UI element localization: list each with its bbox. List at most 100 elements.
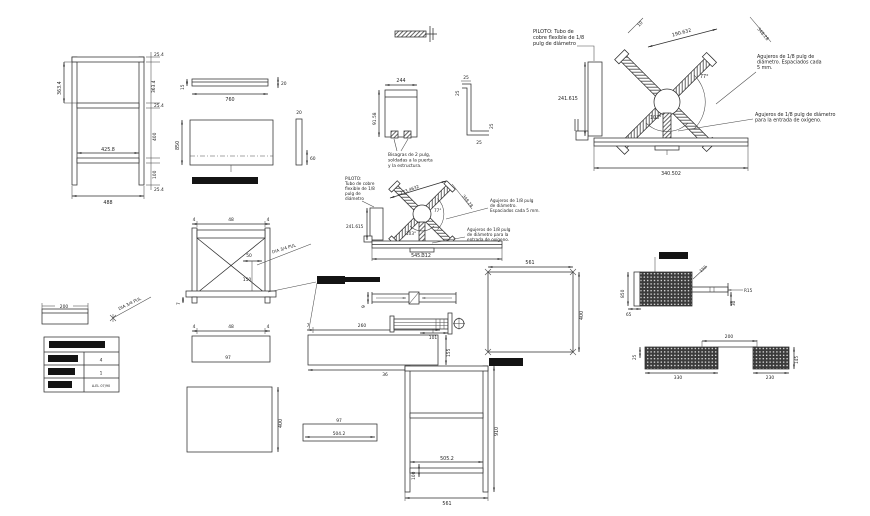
frame-post <box>71 56 78 186</box>
dim-label: 4 <box>193 217 196 223</box>
dim-label: 400 <box>152 132 158 141</box>
burner-stem <box>662 112 672 139</box>
frame-rail <box>409 467 484 474</box>
dim-label: 910 <box>494 427 500 436</box>
leader-label: DIA 3/4 PUL <box>271 242 297 254</box>
dim-label: 150 <box>698 264 708 273</box>
table-cell: 4 <box>100 358 103 364</box>
holes-note: Agujeros de 1/8 pulg <box>490 198 534 203</box>
piloto-note: PILOTO: Tubo de <box>533 29 574 35</box>
redacted-cell-bar <box>48 368 75 375</box>
hinge-note: soldadas a la puerta <box>388 158 433 164</box>
dim-label: 25 <box>463 75 469 81</box>
dim-label: 36 <box>382 372 388 378</box>
dim-label: 25 <box>455 90 461 96</box>
dim-label: 505.2 <box>440 456 454 462</box>
dim-label: 504.2 <box>333 431 346 437</box>
frame-elevation-bottom: 505.2 100 910 561 <box>404 358 523 507</box>
dim-label: 4 <box>267 217 270 223</box>
dim-label: 25.4 <box>154 52 164 58</box>
bolt-detail-view: 101 <box>389 312 465 341</box>
plate <box>487 271 574 353</box>
panel-front-view: 850 20 60 <box>175 110 316 184</box>
dim-label: 340.502 <box>661 171 681 177</box>
frame-rail <box>71 56 145 63</box>
strip-detail-view: 97 504.2 <box>302 418 378 442</box>
shelf-plate <box>191 78 269 87</box>
dim-label: 561 <box>442 501 451 507</box>
dim-label: 850 <box>175 141 181 150</box>
braced-frame-view: 4 48 4 7 50 150 DIA 3/4 PUL <box>176 217 317 305</box>
dim-label: 100 <box>152 170 158 179</box>
solid-bar <box>192 177 258 184</box>
piloto-note: Tubo de cobre <box>344 181 375 186</box>
panel <box>189 119 274 166</box>
burner-hub <box>653 88 681 116</box>
perforated-plate <box>644 346 719 370</box>
shelf-side-view: 15 20 760 <box>180 76 287 103</box>
dim-label: 65 <box>626 312 632 317</box>
frame-post <box>404 365 411 493</box>
dim-label: 363.4 <box>57 81 63 95</box>
dim-label: 25 <box>489 123 495 129</box>
hinge-pin-view: 9 <box>361 291 457 308</box>
holes-note: de diámetro. <box>490 203 517 208</box>
frame-rail <box>196 229 266 239</box>
dim-label: 97 <box>336 418 342 424</box>
plate <box>186 386 273 453</box>
channel-a-view: 4 48 4 97 <box>191 324 271 363</box>
oxygen-note: para la entrada de oxígeno. <box>755 117 821 124</box>
dim-label: 15 <box>180 84 186 90</box>
dim-label: 25.4 <box>154 103 164 109</box>
dim-label: 48 <box>228 324 234 330</box>
perforated-plate-b: 200 25 330 <box>632 334 758 381</box>
frame-rail <box>76 157 140 164</box>
dim-label: 30 <box>731 300 736 306</box>
piloto-note: PILOTO: <box>345 176 361 181</box>
dim-label: 101 <box>429 335 438 341</box>
dim-label: 200 <box>725 334 734 340</box>
hinge-note: Bisagras de 2 pulg, <box>388 152 430 158</box>
dim-label: 330 <box>674 375 683 381</box>
dim-label: 20 <box>296 110 302 116</box>
frame-rail <box>404 365 489 372</box>
dim-label: 4 <box>193 324 196 330</box>
dim-label: 173.4632 <box>399 184 420 196</box>
frame-post <box>191 227 198 298</box>
hinge-note: y la estructura. <box>388 163 421 169</box>
hinge <box>403 130 412 139</box>
solid-bar <box>659 252 688 259</box>
stem-foot <box>654 145 680 151</box>
channel-b-view: 7 260 5 155 36 <box>307 323 452 378</box>
redacted-title-bar <box>49 341 105 348</box>
dim-label: 241.615 <box>558 96 578 102</box>
dim-label: 200 <box>60 304 69 310</box>
bolt-top-view <box>394 26 437 42</box>
pilot-tube <box>587 61 603 137</box>
angle-arc <box>693 74 706 130</box>
burner-stem <box>418 221 426 242</box>
dim-label: 545.312 <box>411 253 431 259</box>
solid-bar <box>489 358 523 366</box>
frame-elevation-left: 363.4 25.4 363.4 25.4 400 100 25.4 425.8… <box>57 52 164 206</box>
dim-label: 25 <box>476 140 482 146</box>
piloto-note: cobre flexible de 1/8 <box>533 35 584 41</box>
pilot-tube <box>369 207 384 241</box>
plate-200-view: 200 DIA 3/4 PUL <box>41 296 152 325</box>
dim-label: 260 <box>358 323 367 329</box>
angle-arc <box>437 198 445 230</box>
piloto-note: pulg de diámetro <box>533 40 576 47</box>
door-plate <box>384 89 418 138</box>
frame-post <box>138 56 145 186</box>
angle-profile-view: 25 25 25 25 <box>455 75 495 146</box>
piloto-note: flexible de 1/8 <box>345 186 375 191</box>
perforated-plate-a: 850 65 R15 30 150 <box>620 252 753 317</box>
side-bar <box>295 118 303 166</box>
holes-note: Espaciados cada 5 mm. <box>490 208 540 213</box>
perforated-plate <box>639 271 693 307</box>
dim-label: 10 <box>636 20 644 28</box>
stem-foot <box>409 247 435 253</box>
frame-post <box>482 365 489 493</box>
holes-note: Agujeros de 1/8 pulg de <box>757 54 814 60</box>
table-cell: A-EL 07/90 <box>92 384 110 388</box>
